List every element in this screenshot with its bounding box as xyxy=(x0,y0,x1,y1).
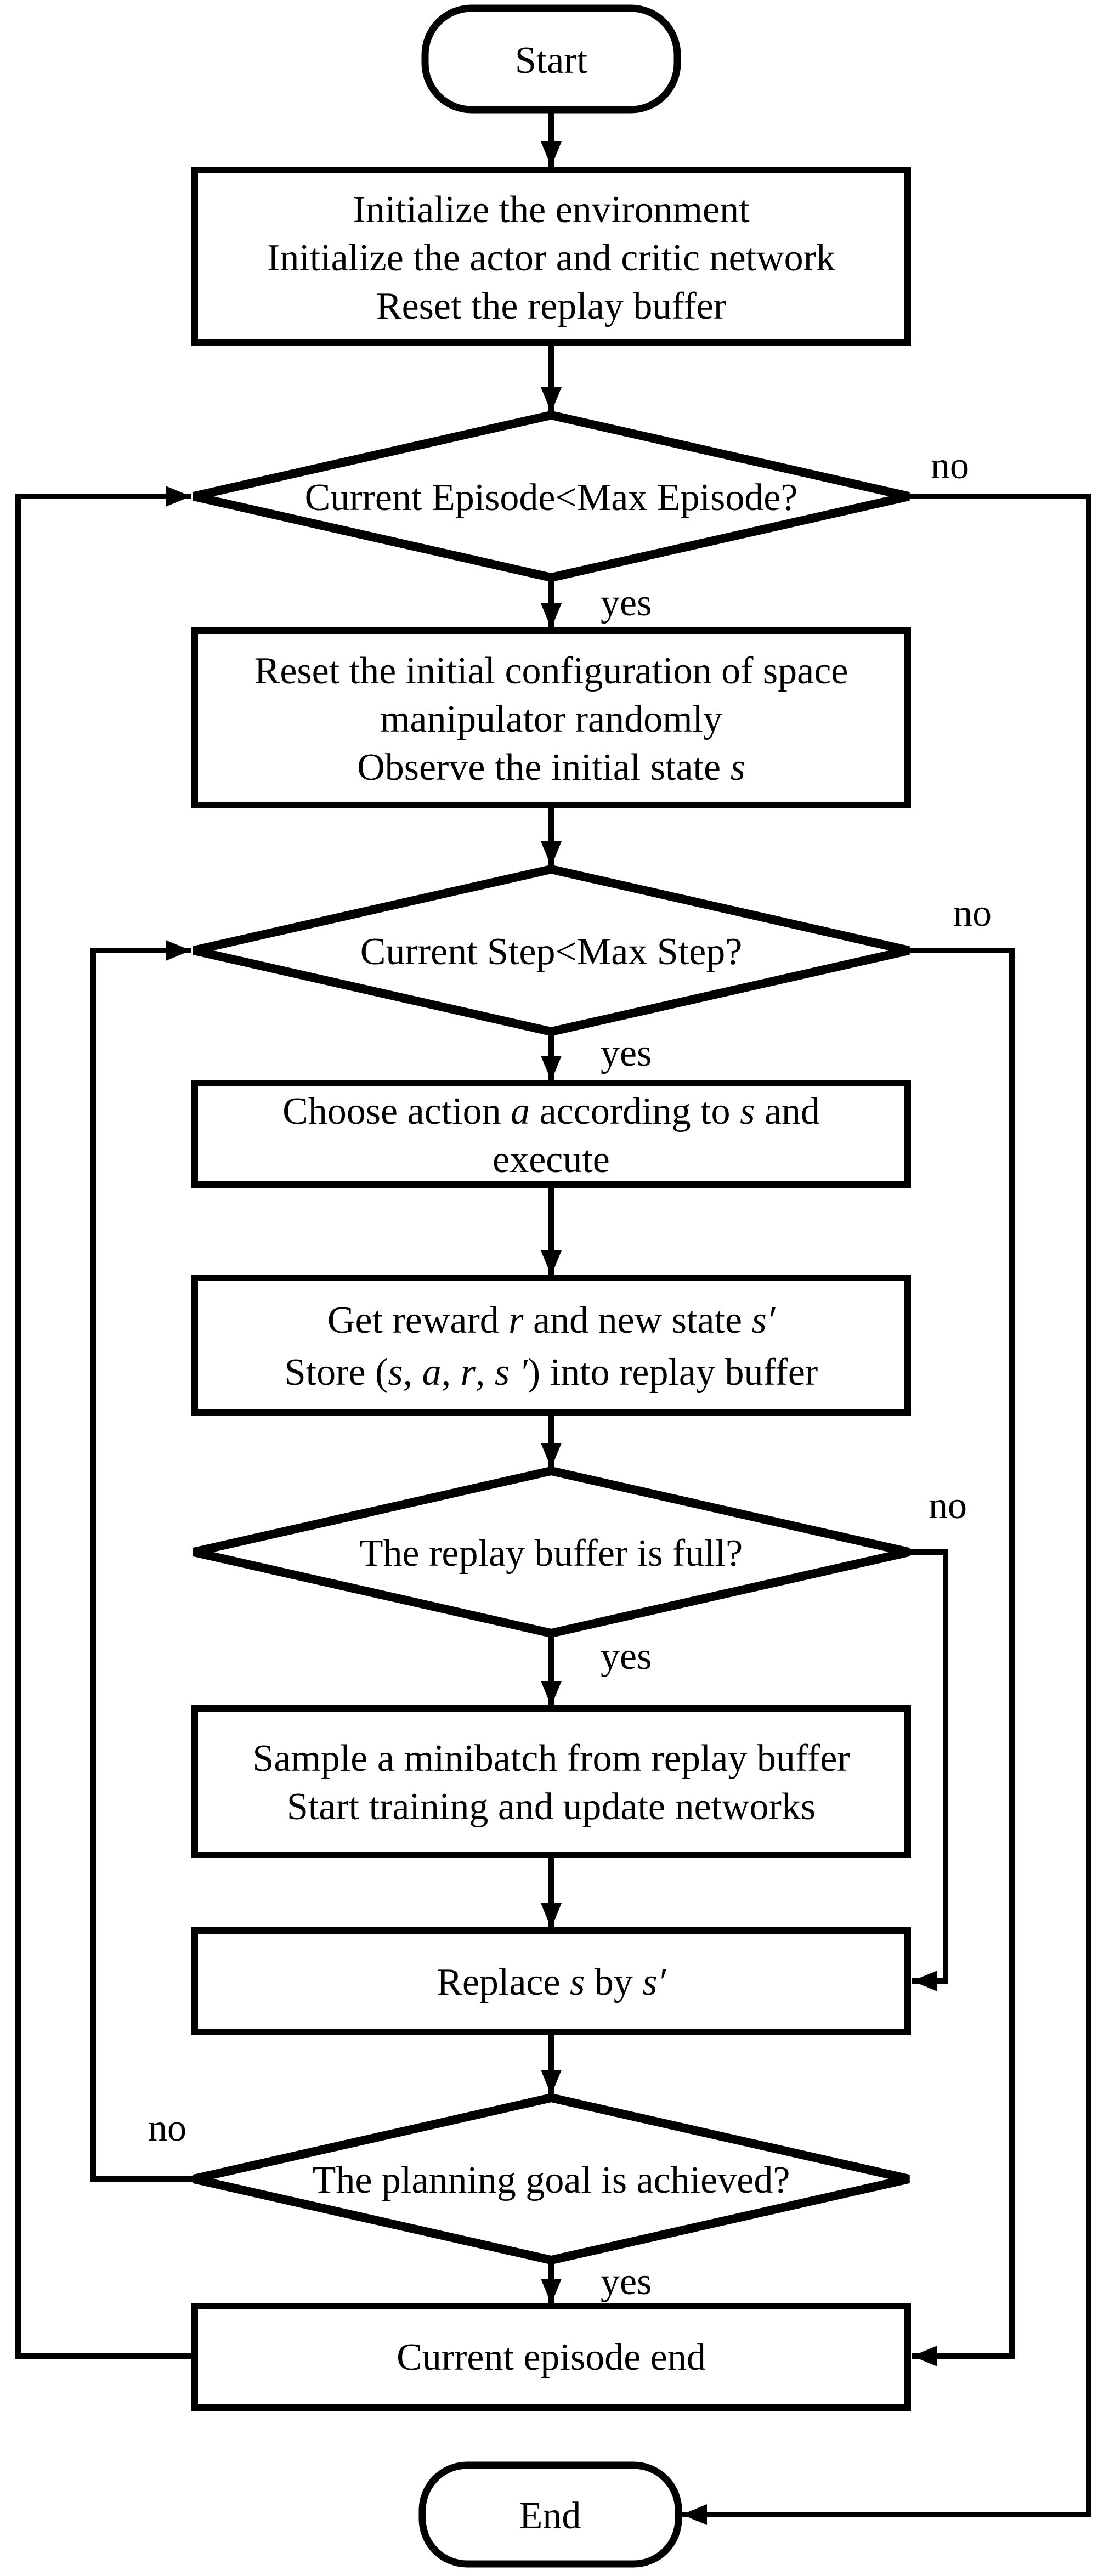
edge-episode-no-to-end xyxy=(682,494,1091,2525)
end-node: End xyxy=(418,2461,682,2568)
text-segment: Choose action xyxy=(282,1090,511,1133)
buffer-no-label: no xyxy=(929,1485,967,1527)
start-label: Start xyxy=(515,39,588,82)
buffer-check-label: The replay buffer is full? xyxy=(360,1532,743,1575)
get-reward-line-1: Get reward r and new state s′ xyxy=(327,1299,776,1341)
end-label: End xyxy=(519,2495,581,2537)
init-shape xyxy=(191,167,911,346)
init-line-3: Reset the replay buffer xyxy=(376,285,726,327)
episode-yes-label: yes xyxy=(601,582,652,624)
get-reward-process-node: Get reward r and new state s′ Store (s, … xyxy=(191,1275,911,1416)
text-segment: and new state xyxy=(524,1299,752,1341)
text-segment: r xyxy=(508,1299,524,1341)
step-yes-label: yes xyxy=(601,1032,652,1074)
text-segment: s xyxy=(731,746,745,789)
reset-line-1: Reset the initial configuration of space xyxy=(254,650,848,692)
text-segment: , xyxy=(476,1351,495,1394)
step-check-shape xyxy=(193,864,910,1037)
buffer-check-decision-node: The replay buffer is full? xyxy=(193,1466,910,1638)
text-segment: a xyxy=(511,1090,530,1133)
text-segment: r xyxy=(461,1351,476,1394)
buffer-yes-label: yes xyxy=(601,1635,652,1678)
sample-line-2: Start training and update networks xyxy=(287,1786,816,1828)
choose-action-line-2: execute xyxy=(493,1139,610,1181)
end-shape xyxy=(418,2461,682,2568)
edge-step-no-to-episode-end xyxy=(909,948,1015,2366)
text-segment: s′ xyxy=(642,1961,666,2003)
sample-process-node: Sample a minibatch from replay buffer St… xyxy=(191,1705,911,1858)
start-node: Start xyxy=(421,4,681,114)
text-segment: s′ xyxy=(752,1299,776,1341)
goal-yes-label: yes xyxy=(601,2261,652,2303)
text-segment: s xyxy=(740,1090,755,1133)
choose-action-shape xyxy=(191,1080,911,1188)
replace-shape xyxy=(191,1927,911,2035)
reset-shape xyxy=(191,627,911,808)
goal-no-label: no xyxy=(148,2107,186,2149)
buffer-check-shape xyxy=(193,1466,910,1638)
reset-process-node: Reset the initial configuration of space… xyxy=(191,627,911,808)
goal-check-decision-node: The planning goal is achieved? xyxy=(193,2093,910,2265)
text-segment: s xyxy=(388,1351,403,1394)
edge-buffer-no-to-replace xyxy=(909,1549,948,1991)
choose-action-line-1: Choose action a according to s and xyxy=(282,1090,820,1133)
edge-goal-no-to-step-check xyxy=(90,940,194,2182)
episode-check-decision-node: Current Episode<Max Episode? xyxy=(193,410,910,582)
text-segment: Get reward xyxy=(327,1299,508,1341)
init-line-2: Initialize the actor and critic network xyxy=(267,237,835,279)
text-segment: s xyxy=(570,1961,585,2003)
replace-label: Replace s by s′ xyxy=(437,1961,666,2003)
text-segment: Store ( xyxy=(285,1351,388,1394)
get-reward-shape xyxy=(191,1275,911,1416)
get-reward-line-2: Store (s, a, r, s ′) into replay buffer xyxy=(285,1351,818,1394)
text-segment: by xyxy=(585,1961,642,2003)
episode-no-label: no xyxy=(931,445,969,487)
goal-check-label: The planning goal is achieved? xyxy=(313,2159,790,2201)
episode-end-process-node: Current episode end xyxy=(191,2303,911,2411)
reset-line-2: manipulator randomly xyxy=(380,698,722,740)
init-line-1: Initialize the environment xyxy=(353,189,750,231)
text-segment: and xyxy=(755,1090,820,1133)
text-segment: Observe the initial state xyxy=(357,746,730,789)
text-segment: ) into replay buffer xyxy=(528,1351,818,1394)
start-shape xyxy=(421,4,681,114)
sample-line-1: Sample a minibatch from replay buffer xyxy=(252,1737,850,1780)
episode-end-label: Current episode end xyxy=(397,2336,706,2379)
sample-shape xyxy=(191,1705,911,1858)
episode-check-label: Current Episode<Max Episode? xyxy=(305,477,798,519)
step-no-label: no xyxy=(953,892,992,935)
text-segment: a xyxy=(422,1351,442,1394)
episode-end-shape xyxy=(191,2303,911,2411)
step-check-decision-node: Current Step<Max Step? xyxy=(193,864,910,1037)
edge-episode-end-loop xyxy=(15,486,195,2359)
episode-check-shape xyxy=(193,410,910,582)
init-process-node: Initialize the environment Initialize th… xyxy=(191,167,911,346)
text-segment: Replace xyxy=(437,1961,570,2003)
replace-process-node: Replace s by s′ xyxy=(191,1927,911,2035)
choose-action-process-node: Choose action a according to s and execu… xyxy=(191,1080,911,1188)
text-segment: according to xyxy=(530,1090,740,1133)
text-segment: , xyxy=(442,1351,461,1394)
goal-check-shape xyxy=(193,2093,910,2265)
step-check-label: Current Step<Max Step? xyxy=(360,931,743,973)
text-segment: s ′ xyxy=(495,1351,529,1394)
reset-line-3: Observe the initial state s xyxy=(357,746,745,789)
text-segment: , xyxy=(403,1351,422,1394)
